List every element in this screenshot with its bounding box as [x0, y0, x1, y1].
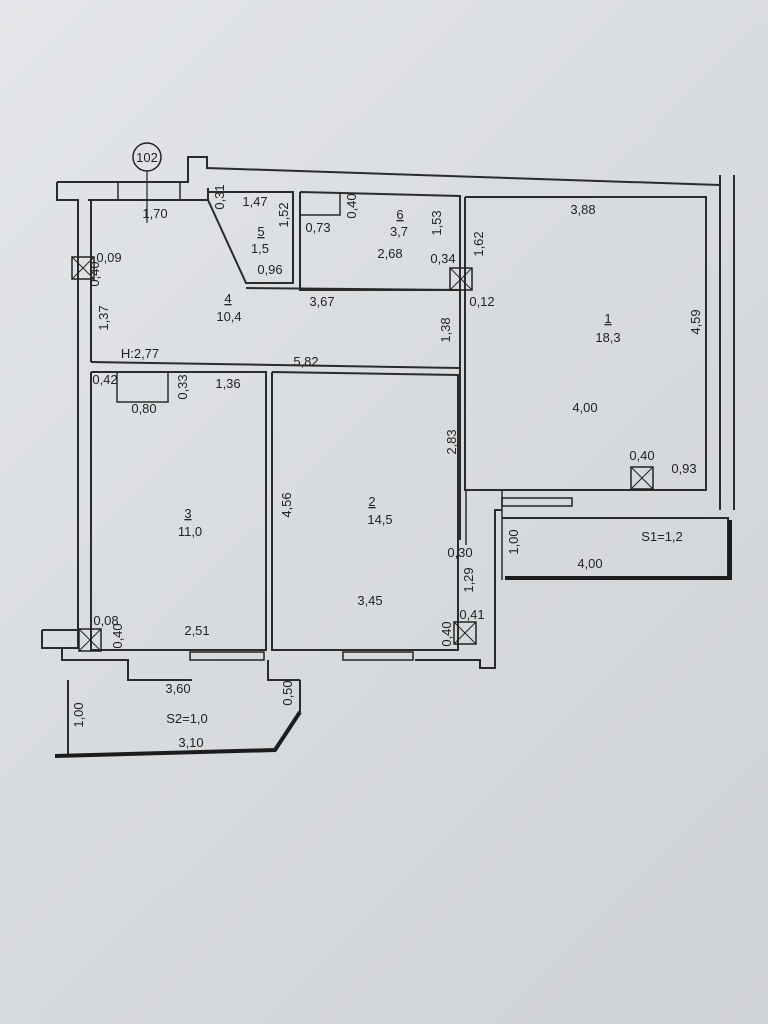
room-4-area: 10,4 — [216, 309, 241, 324]
dim-label: 0,96 — [257, 262, 282, 277]
balcony-s1-label: S1=1,2 — [641, 529, 683, 544]
vent-shaft-4 — [78, 628, 102, 652]
dim-label: 2,51 — [184, 623, 209, 638]
dim-label: 3,67 — [309, 294, 334, 309]
room-2-walls — [271, 371, 467, 651]
room-6-number: 6 — [396, 207, 403, 222]
dim-label: 0,31 — [212, 184, 227, 209]
windows — [189, 497, 573, 661]
dim-label: 1,00 — [506, 529, 521, 554]
dim-label: 1,38 — [438, 317, 453, 342]
dim-label: 3,45 — [357, 593, 382, 608]
dim-label: 4,00 — [577, 556, 602, 571]
dim-label: 0,50 — [280, 680, 295, 705]
dim-label: 0,30 — [447, 545, 472, 560]
dim-label: H:2,77 — [121, 346, 159, 361]
dim-label: 0,34 — [430, 251, 455, 266]
room-4-walls — [90, 290, 461, 540]
dim-label: 1,52 — [276, 202, 291, 227]
dim-label: 3,88 — [570, 202, 595, 217]
room-6-area: 3,7 — [390, 224, 408, 239]
dim-label: 1,47 — [242, 194, 267, 209]
dim-label: 1,29 — [461, 567, 476, 592]
dim-label: 1,62 — [471, 231, 486, 256]
dim-label: 1,70 — [142, 206, 167, 221]
room-1-walls — [464, 196, 707, 580]
room-labels: 1 18,3 2 14,5 3 11,0 4 10,4 5 1,5 6 3,7 … — [166, 207, 683, 726]
dimension-labels: 1,70 1,47 0,73 3,88 0,09 2,68 0,96 0,34 … — [92, 194, 696, 750]
dim-label: 5,82 — [293, 354, 318, 369]
apartment-marker: 102 — [132, 142, 162, 223]
room-5-number: 5 — [257, 224, 264, 239]
room-5-area: 1,5 — [251, 241, 269, 256]
room-3-area: 11,0 — [178, 524, 202, 539]
dim-label: 1,37 — [96, 305, 111, 330]
balcony-s2-label: S2=1,0 — [166, 711, 208, 726]
dim-label: 4,59 — [688, 309, 703, 334]
dim-label: 0,40 — [439, 621, 454, 646]
room-6-walls — [299, 191, 461, 291]
dim-label: 0,93 — [671, 461, 696, 476]
dim-label: 0,12 — [469, 294, 494, 309]
apartment-number: 102 — [136, 150, 158, 165]
dim-label: 3,10 — [178, 735, 203, 750]
dim-label: 0,41 — [459, 607, 484, 622]
vent-shaft-5 — [453, 621, 477, 645]
dim-label: 4,00 — [572, 400, 597, 415]
room-2-number: 2 — [368, 494, 375, 509]
dim-label: 0,08 — [93, 613, 118, 628]
dim-label: 1,36 — [215, 376, 240, 391]
room-3-number: 3 — [184, 506, 191, 521]
balcony-s2 — [54, 680, 302, 758]
vent-shaft-2 — [449, 267, 473, 291]
room-1-area: 18,3 — [595, 330, 620, 345]
dim-label: 1,00 — [71, 702, 86, 727]
outer-walls — [41, 156, 735, 681]
dim-label: 0,73 — [305, 220, 330, 235]
dim-label: 4,56 — [279, 492, 294, 517]
dim-label: 0,40 — [344, 193, 359, 218]
room-1-number: 1 — [604, 311, 611, 326]
room-3-walls — [90, 371, 267, 651]
dim-label: 0,80 — [131, 401, 156, 416]
room-4-number: 4 — [224, 291, 231, 306]
dim-label: 0,40 — [110, 623, 125, 648]
dim-label: 0,33 — [175, 374, 190, 399]
vent-shaft-1 — [71, 256, 95, 280]
dim-label: 0,40 — [629, 448, 654, 463]
dim-label: 0,09 — [96, 250, 121, 265]
vent-shaft-3 — [630, 466, 654, 490]
dim-label: 2,68 — [377, 246, 402, 261]
dim-label: 1,53 — [429, 210, 444, 235]
room-2-area: 14,5 — [367, 512, 392, 527]
dim-label: 2,83 — [444, 429, 459, 454]
dim-label: 0,40 — [87, 261, 102, 286]
balcony-s1 — [502, 517, 732, 580]
dimension-labels-vertical: 0,31 1,52 0,40 1,53 1,62 0,40 1,37 1,38 … — [71, 184, 703, 727]
dim-label: 3,60 — [165, 681, 190, 696]
dim-label: 0,42 — [92, 372, 117, 387]
